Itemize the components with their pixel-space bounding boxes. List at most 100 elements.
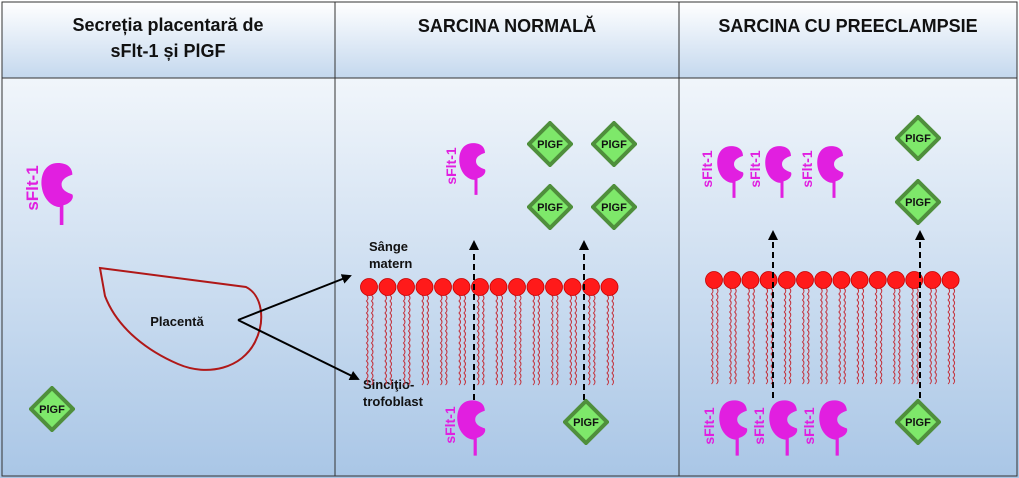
plgf-label: PlGF [601,139,627,151]
lipid-head [832,271,851,289]
lipid-tail [897,287,901,385]
preeclampsia-plgf-group: PlGF PlGF PlGF [895,115,941,445]
preeclampsia-membrane [705,271,960,385]
lipid-tail [765,287,769,385]
lipid-tail [879,287,883,385]
lipid-tail [537,294,540,386]
lipid-tail [402,294,406,386]
lipid-tail [856,287,860,385]
sflt-label: sFlt-1 [442,406,458,444]
preeclampsia-sflt-bottom: sFlt-1 sFlt-1 sFlt-1 [701,400,848,456]
lipid-tail [407,294,411,386]
lipid-tail [952,287,956,385]
lipid-tail [728,287,732,385]
lipid-head [600,278,619,296]
maternal-blood-label-line2: matern [369,256,412,271]
plgf-label: PlGF [537,139,563,151]
lipid-head [378,278,397,296]
panel-1-title-line2: sFlt-1 și PlGF [110,41,225,61]
panel-2-title: SARCINA NORMALĂ [418,15,596,36]
lipid-tail [476,294,480,386]
lipid-tail [370,294,374,386]
placenta-arrows [237,274,360,380]
lipid-head [868,271,887,289]
plgf-label: PlGF [39,404,65,416]
lipid-tail [611,294,614,386]
lipid-head [415,278,434,296]
panel-1-title-line1: Secreția placentară de [72,15,263,35]
lipid-head [796,271,814,289]
arrow-to-syncytio [237,319,360,380]
lipid-tail [747,287,750,385]
lipid-tail [819,287,823,385]
panel-1-sflt: sFlt-1 [23,162,73,226]
preeclampsia-sflt-top: sFlt-1 sFlt-1 sFlt-1 [699,146,844,198]
lipid-head [508,278,526,296]
lipid-head [723,271,742,289]
lipid-head [471,278,489,296]
lipid-tail [710,287,714,385]
lipid-tail [783,287,787,385]
normal-sflt-top: sFlt-1 [443,143,486,195]
lipid-tail [518,294,522,386]
lipid-head [397,278,415,296]
lipid-head [489,278,508,296]
lipid-tail [801,287,805,385]
sflt-label: sFlt-1 [747,150,763,188]
lipid-tail [861,287,865,385]
lipid-tail [439,294,443,386]
placenta: Placentă [98,266,263,371]
sflt-label: sFlt-1 [23,165,42,210]
lipid-head [887,271,905,289]
lipid-tail [715,287,719,385]
lipid-tail [500,294,503,386]
lipid-tail [550,294,554,386]
lipid-tail [934,287,937,385]
lipid-head [545,278,563,296]
lipid-head [850,271,869,289]
normal-pregnancy-membrane [360,278,619,386]
lipid-tail [587,294,591,386]
preeclampsia-flow-arrows [768,230,925,398]
lipid-tail [606,294,609,386]
lipid-tail [947,287,951,385]
lipid-tail [733,287,737,385]
plgf-label: PlGF [573,417,599,429]
lipid-tail [444,294,448,386]
lipid-head [905,271,924,289]
normal-sflt-bottom: sFlt-1 [442,400,486,456]
placenta-label: Placentă [150,314,204,329]
arrow-to-maternal-blood [237,274,352,321]
syncytio-label-line2: trofoblast [363,394,424,409]
lipid-tail [574,294,577,386]
lipid-head [941,271,960,289]
lipid-head [563,278,582,296]
plgf-label: PlGF [905,197,931,209]
lipid-tail [752,287,755,385]
lipid-tail [892,287,896,385]
lipid-head [741,271,760,289]
lipid-head [360,278,378,296]
lipid-tail [426,294,429,386]
sflt-label: sFlt-1 [699,150,715,188]
lipid-tail [421,294,424,386]
maternal-blood-label-line1: Sânge [369,239,408,254]
lipid-head [434,278,452,296]
panel-1-plgf: PlGF [29,386,75,432]
lipid-tail [915,287,919,385]
lipid-tail [389,294,392,386]
lipid-tail [569,294,572,386]
lipid-tail [495,294,498,386]
plgf-label: PlGF [905,133,931,145]
sflt-label: sFlt-1 [799,150,815,188]
lipid-tail [838,287,841,385]
plgf-label: PlGF [601,202,627,214]
lipid-tail [843,287,846,385]
lipid-tail [824,287,828,385]
lipid-tail [384,294,387,386]
lipid-head [526,278,545,296]
lipid-head [582,278,600,296]
lipid-tail [910,287,914,385]
